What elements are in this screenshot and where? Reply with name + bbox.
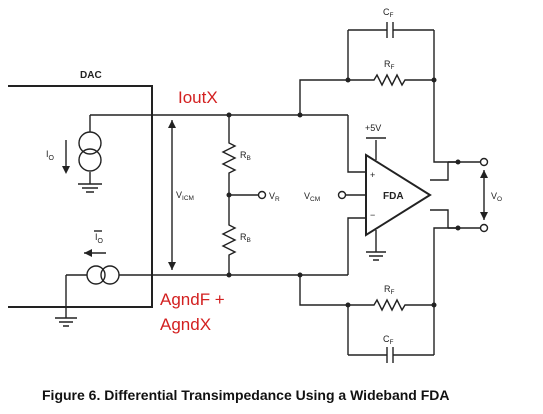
- io-bar-label: IO: [95, 232, 104, 245]
- vicm-label: VICM: [176, 190, 194, 202]
- vicm-arrow: VICM: [168, 120, 194, 270]
- minus-sign: −: [370, 210, 375, 220]
- plus5v-label: +5V: [365, 123, 381, 133]
- io-label: IO: [46, 149, 55, 162]
- cf-bottom-label: CF: [383, 334, 394, 346]
- rb-top-label: RB: [240, 150, 251, 162]
- annotation-agnd-line1: AgndF +: [160, 290, 225, 309]
- feedback-bottom: RF CF: [299, 227, 458, 363]
- vcm-label: VCM: [304, 191, 320, 203]
- rb-resistors: RB RB VR: [221, 112, 280, 278]
- current-source-top: IO: [46, 114, 152, 193]
- plus-sign: +: [370, 170, 375, 180]
- output-nodes: VO: [448, 157, 502, 233]
- rb-bottom-label: RB: [240, 232, 251, 244]
- annotation-ioutx: IoutX: [178, 88, 218, 107]
- cf-top-label: CF: [383, 7, 394, 19]
- rf-top-label: RF: [384, 59, 395, 71]
- feedback-top: CF RF: [299, 7, 458, 163]
- rf-bottom-label: RF: [384, 284, 395, 296]
- figure-caption: Figure 6. Differential Transimpedance Us…: [42, 387, 450, 403]
- vr-label: VR: [269, 191, 280, 203]
- vo-label: VO: [491, 191, 502, 203]
- fda-amplifier: +5V FDA + − VCM: [304, 115, 449, 275]
- dac-label: DAC: [80, 70, 102, 81]
- fda-label: FDA: [383, 191, 404, 202]
- annotation-agnd-line2: AgndX: [160, 315, 211, 334]
- dac-box: DAC: [8, 70, 153, 308]
- current-source-bottom: IO: [55, 230, 152, 327]
